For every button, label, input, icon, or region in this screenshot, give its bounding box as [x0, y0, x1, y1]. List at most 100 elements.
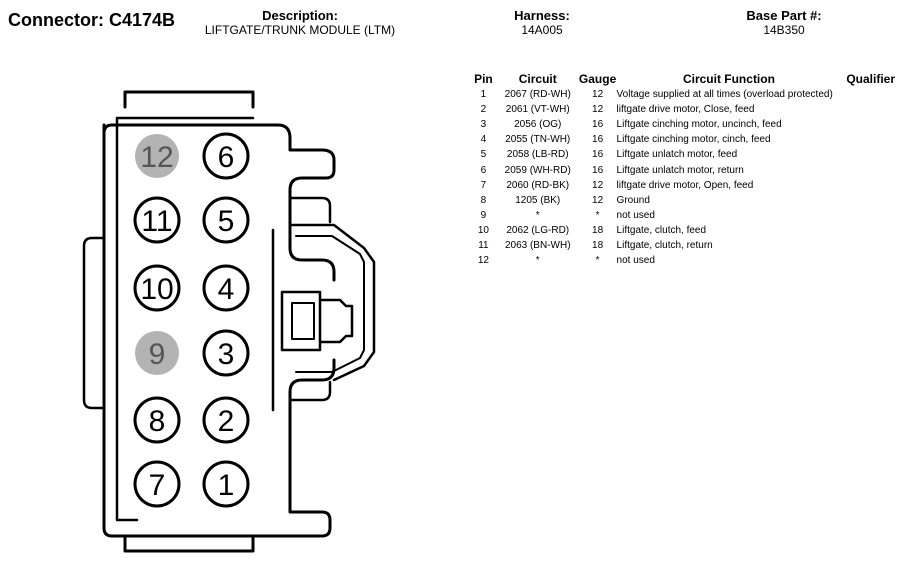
cell-qualifier [841, 147, 900, 162]
cell-circuit: * [535, 209, 540, 221]
cavity-label: 11 [141, 205, 172, 238]
cavity-12: 12 [135, 134, 179, 178]
table-row: 9 * * not used [470, 208, 900, 223]
cell-function: Liftgate unlatch motor, feed [616, 149, 738, 161]
cell-qualifier [841, 193, 900, 208]
pinout-table: Pin Circuit Gauge Circuit Function Quali… [470, 72, 900, 268]
cell-qualifier [841, 117, 900, 132]
cell-function: liftgate drive motor, Close, feed [616, 104, 755, 116]
cell-function: Liftgate, clutch, return [616, 239, 713, 251]
cell-gauge: 12 [592, 179, 604, 191]
table-row: 4 2055 (TN-WH) 16 Liftgate cinching moto… [470, 132, 900, 147]
description-label: Description: [262, 8, 338, 23]
cell-circuit: 2056 (OG) [514, 119, 562, 131]
cavity-label: 9 [149, 338, 166, 371]
cell-pin: 4 [480, 134, 487, 146]
cell-qualifier [841, 102, 900, 117]
cell-gauge: 16 [592, 119, 604, 131]
cavity-1: 1 [202, 460, 250, 508]
cell-circuit: 2059 (WH-RD) [504, 164, 571, 176]
cell-qualifier [841, 87, 900, 102]
cell-qualifier [841, 178, 900, 193]
col-header-gauge: Gauge [578, 72, 617, 86]
cell-circuit: 2061 (VT-WH) [505, 104, 570, 116]
cell-circuit: 2060 (RD-BK) [506, 179, 570, 191]
table-header-row: Pin Circuit Gauge Circuit Function Quali… [470, 72, 900, 87]
cell-qualifier [841, 162, 900, 177]
cell-gauge: * [595, 255, 600, 267]
cavity-9: 9 [135, 331, 179, 375]
cell-pin: 2 [480, 104, 487, 116]
cell-gauge: 18 [592, 239, 604, 251]
cell-gauge: * [595, 209, 600, 221]
col-header-pin: Pin [474, 72, 493, 86]
cell-function: Liftgate cinching motor, cinch, feed [616, 134, 771, 146]
cell-gauge: 16 [592, 164, 604, 176]
cell-circuit: * [535, 255, 540, 267]
connector-housing [82, 90, 376, 553]
table-row: 7 2060 (RD-BK) 12 liftgate drive motor, … [470, 178, 900, 193]
cavity-7: 7 [133, 460, 181, 508]
cell-gauge: 12 [592, 104, 604, 116]
cavity-label: 10 [140, 273, 173, 306]
cavity-3: 3 [202, 329, 250, 377]
harness-label: Harness: [514, 8, 570, 23]
cell-function: Liftgate cinching motor, uncinch, feed [616, 119, 782, 131]
cell-pin: 9 [480, 209, 487, 221]
cell-function: Liftgate unlatch motor, return [616, 164, 744, 176]
cavity-label: 1 [218, 469, 235, 502]
cell-gauge: 12 [592, 194, 604, 206]
cell-qualifier [841, 208, 900, 223]
cell-function: Liftgate, clutch, feed [616, 224, 707, 236]
cavity-6: 6 [202, 132, 250, 180]
cell-gauge: 16 [592, 134, 604, 146]
base-part-value: 14B350 [763, 23, 805, 37]
cell-circuit: 2055 (TN-WH) [505, 134, 571, 146]
cell-pin: 5 [480, 149, 487, 161]
cell-pin: 1 [480, 89, 487, 101]
cell-function: liftgate drive motor, Open, feed [616, 179, 754, 191]
base-part-block: Base Part #: 14B350 [724, 8, 844, 37]
cell-gauge: 18 [592, 224, 604, 236]
cell-function: Ground [616, 194, 650, 206]
cell-function: not used [616, 209, 655, 221]
cavity-2: 2 [202, 396, 250, 444]
cell-gauge: 12 [592, 89, 604, 101]
table-row: 1 2067 (RD-WH) 12 Voltage supplied at al… [470, 87, 900, 102]
table-row: 10 2062 (LG-RD) 18 Liftgate, clutch, fee… [470, 223, 900, 238]
cell-circuit: 2058 (LB-RD) [506, 149, 569, 161]
cavity-label: 12 [140, 141, 173, 174]
col-header-function: Circuit Function [682, 72, 775, 86]
cell-pin: 11 [478, 239, 489, 251]
table-row: 6 2059 (WH-RD) 16 Liftgate unlatch motor… [470, 162, 900, 177]
cavity-label: 3 [218, 338, 235, 371]
cell-function: not used [616, 255, 655, 267]
cell-pin: 6 [480, 164, 487, 176]
cell-qualifier [841, 238, 900, 253]
cavity-10: 10 [133, 264, 181, 312]
table-row: 8 1205 (BK) 12 Ground [470, 193, 900, 208]
col-header-circuit: Circuit [518, 72, 557, 86]
cell-pin: 3 [480, 119, 487, 131]
cell-circuit: 2067 (RD-WH) [504, 89, 571, 101]
cell-qualifier [841, 132, 900, 147]
cell-pin: 10 [477, 224, 489, 236]
cell-pin: 12 [477, 255, 489, 267]
cell-circuit: 2063 (BN-WH) [504, 239, 571, 251]
col-header-qualifier: Qualifier [846, 72, 896, 86]
cell-qualifier [841, 253, 900, 268]
cell-qualifier [841, 223, 900, 238]
cavity-label: 6 [218, 141, 235, 174]
table-row: 2 2061 (VT-WH) 12 liftgate drive motor, … [470, 102, 900, 117]
harness-value: 14A005 [521, 23, 563, 37]
base-part-label: Base Part #: [746, 8, 822, 23]
cell-pin: 8 [480, 194, 487, 206]
cell-circuit: 2062 (LG-RD) [506, 224, 570, 236]
cavity-11: 11 [133, 196, 181, 244]
cavity-label: 8 [149, 405, 166, 438]
table-row: 11 2063 (BN-WH) 18 Liftgate, clutch, ret… [470, 238, 900, 253]
description-value: LIFTGATE/TRUNK MODULE (LTM) [204, 23, 396, 37]
connector-face-diagram: 12 6 11 5 10 4 9 3 8 2 7 1 [82, 90, 376, 553]
harness-block: Harness: 14A005 [482, 8, 602, 37]
cavity-label: 2 [218, 405, 235, 438]
